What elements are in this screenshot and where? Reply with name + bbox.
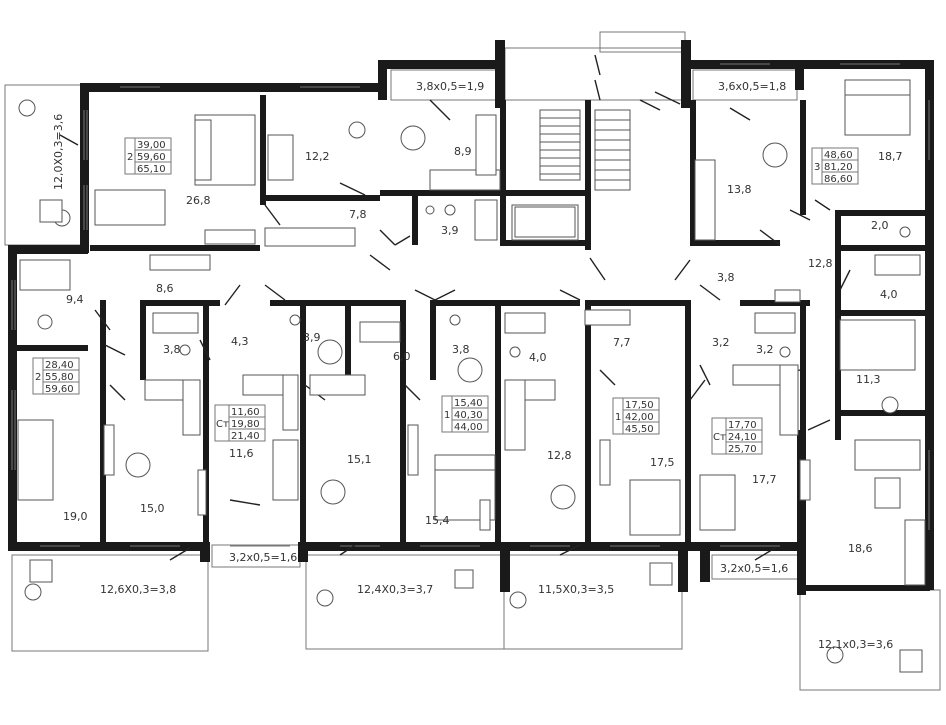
- room-area: 7,8: [349, 208, 367, 221]
- room-area: 9,4: [66, 293, 84, 306]
- apartment-rooms: 3: [814, 162, 820, 173]
- apartment-value: 59,60: [137, 152, 166, 163]
- apartment-rooms: 2: [127, 152, 133, 163]
- room-area: 3,9: [441, 224, 459, 237]
- room-area: 3,8: [163, 343, 181, 356]
- apartment-table-a1: 2 39,00 59,60 65,10: [124, 137, 172, 175]
- apartment-value: 48,60: [824, 150, 853, 161]
- room-area: 15,1: [347, 453, 372, 466]
- windows: [11, 63, 930, 547]
- room-area: 3,2: [756, 343, 774, 356]
- apartment-rooms: 1: [615, 412, 621, 423]
- apartment-value: 17,70: [728, 420, 757, 431]
- room-area: 4,3: [231, 335, 249, 348]
- apartment-value: 55,80: [45, 372, 74, 383]
- room-area: 3,9: [303, 331, 321, 344]
- apartment-value: 21,40: [231, 431, 260, 442]
- room-area: 4,0: [529, 351, 547, 364]
- room-area: 4,0: [880, 288, 898, 301]
- room-labels: 26,8 12,2 7,8 8,9 3,9 13,8 18,7 2,0 12,8…: [63, 145, 903, 555]
- balcony-label: 12,6Х0,3=3,8: [100, 583, 176, 596]
- room-area: 11,6: [229, 447, 254, 460]
- room-area: 11,3: [856, 373, 881, 386]
- apartment-value: 44,00: [454, 422, 483, 433]
- room-area: 26,8: [186, 194, 211, 207]
- apartment-table-a3: 2 28,40 55,80 59,60: [32, 357, 80, 395]
- apartment-table-a6: 1 17,50 42,00 45,50: [612, 397, 660, 435]
- room-area: 17,5: [650, 456, 675, 469]
- balcony-label: 12,0Х0,3=3,6: [52, 114, 65, 190]
- apartment-value: 25,70: [728, 444, 757, 455]
- furniture: [17, 79, 926, 673]
- doors: [59, 54, 856, 561]
- apartment-rooms: Ст: [216, 419, 229, 430]
- balcony-outlines: [4, 31, 941, 691]
- balcony-label: 3,2х0,5=1,6: [229, 551, 297, 564]
- apartment-value: 24,10: [728, 432, 757, 443]
- room-area: 8,6: [156, 282, 174, 295]
- apartment-value: 45,50: [625, 424, 654, 435]
- room-area: 17,7: [752, 473, 777, 486]
- apartment-value: 59,60: [45, 384, 74, 395]
- room-area: 18,6: [848, 542, 873, 555]
- balcony-label: 3,2х0,5=1,6: [720, 562, 788, 575]
- apartment-rooms: 2: [35, 372, 41, 383]
- balcony-label: 3,6х0,5=1,8: [718, 80, 786, 93]
- room-area: 7,7: [613, 336, 631, 349]
- apartment-table-a4: Ст 11,60 19,80 21,40: [214, 404, 266, 442]
- apartment-table-a2: 3 48,60 81,20 86,60: [811, 147, 859, 185]
- room-area: 19,0: [63, 510, 88, 523]
- apartment-value: 17,50: [625, 400, 654, 411]
- room-area: 18,7: [878, 150, 903, 163]
- apartment-rooms: Ст: [713, 432, 726, 443]
- room-area: 12,8: [547, 449, 572, 462]
- balcony-label: 12,4Х0,3=3,7: [357, 583, 433, 596]
- balcony-label: 3,8х0,5=1,9: [416, 80, 484, 93]
- balcony-labels: 12,0Х0,3=3,6 3,8х0,5=1,9 3,6х0,5=1,8 12,…: [52, 80, 893, 651]
- room-area: 15,4: [425, 514, 450, 527]
- apartment-rooms: 1: [444, 410, 450, 421]
- room-area: 15,0: [140, 502, 165, 515]
- apartment-table-a7: Ст 17,70 24,10 25,70: [711, 417, 763, 455]
- room-area: 8,9: [454, 145, 472, 158]
- room-area: 12,2: [305, 150, 330, 163]
- balcony-label: 11,5Х0,3=3,5: [538, 583, 614, 596]
- apartment-value: 65,10: [137, 164, 166, 175]
- room-area: 3,8: [717, 271, 735, 284]
- balcony-label: 12,1х0,3=3,6: [818, 638, 893, 651]
- room-area: 6,0: [393, 350, 411, 363]
- apartment-value: 81,20: [824, 162, 853, 173]
- room-area: 2,0: [871, 219, 889, 232]
- apartment-value: 39,00: [137, 140, 166, 151]
- apartment-value: 42,00: [625, 412, 654, 423]
- stairs: [511, 109, 631, 241]
- apartment-value: 86,60: [824, 174, 853, 185]
- room-area: 3,8: [452, 343, 470, 356]
- apartment-value: 28,40: [45, 360, 74, 371]
- apartment-table-a5: 1 15,40 40,30 44,00: [441, 395, 489, 433]
- apartment-value: 15,40: [454, 398, 483, 409]
- room-area: 13,8: [727, 183, 752, 196]
- room-area: 3,2: [712, 336, 730, 349]
- room-area: 12,8: [808, 257, 833, 270]
- apartment-value: 40,30: [454, 410, 483, 421]
- apartment-value: 19,80: [231, 419, 260, 430]
- apartment-value: 11,60: [231, 407, 260, 418]
